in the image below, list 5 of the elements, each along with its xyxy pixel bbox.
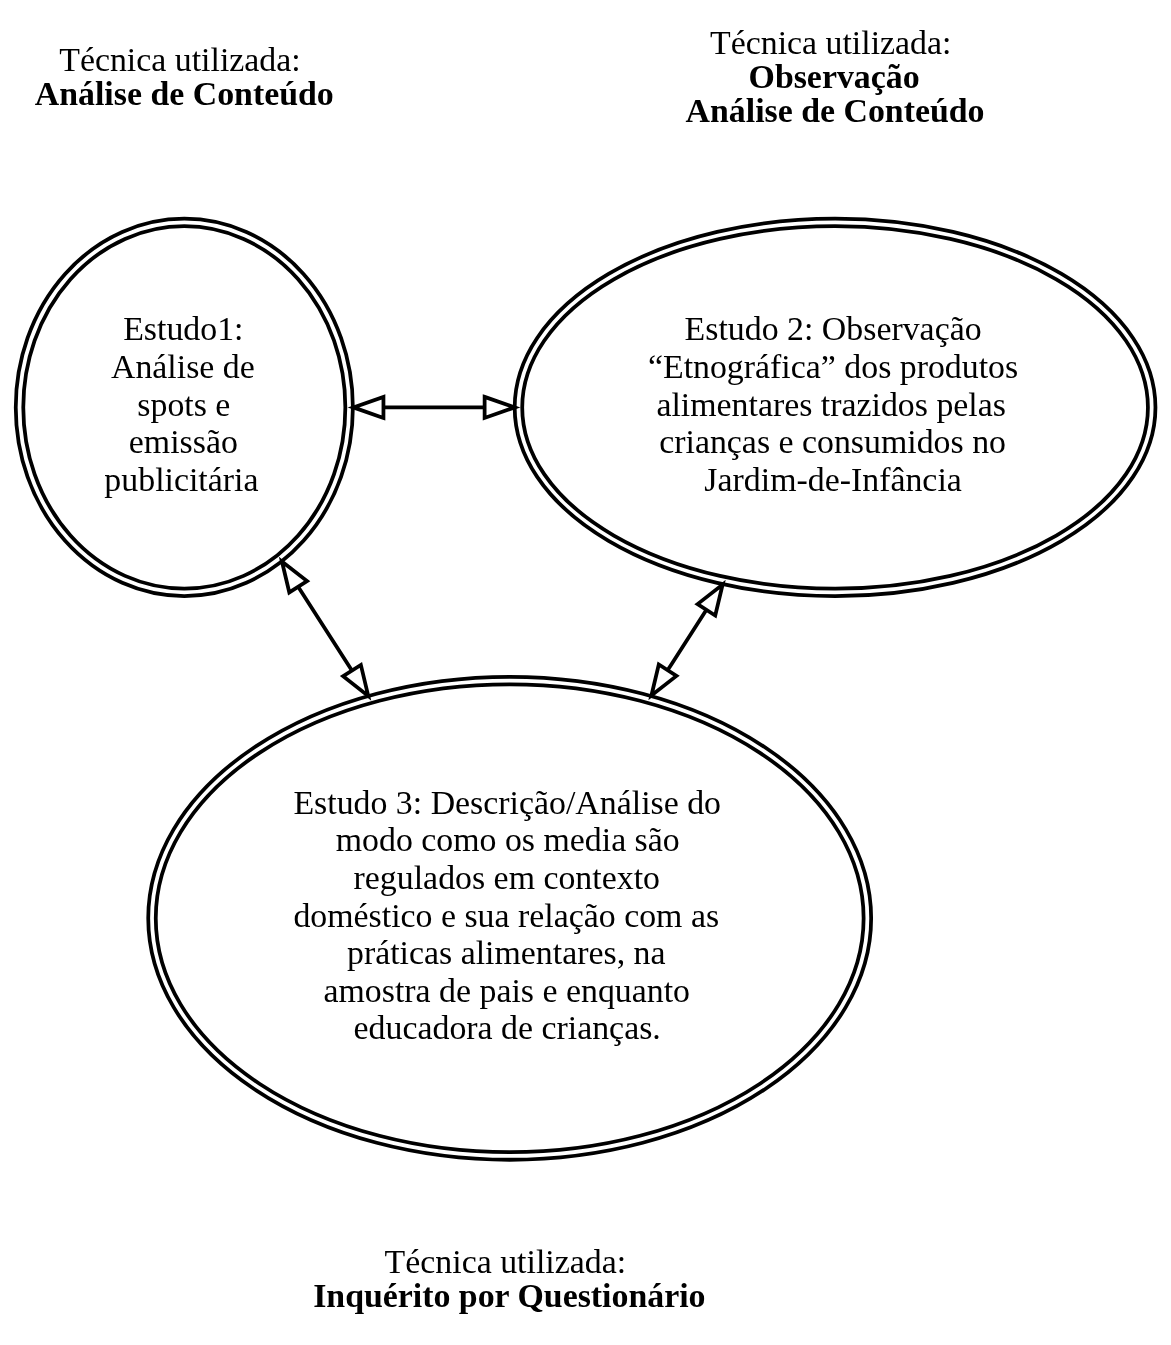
arrow [648,579,726,701]
arrow [278,556,372,701]
arrow [347,394,521,421]
node-ellipse: Estudo 3: Descrição/Análise do modo como os media são regulados em contexto doméstico e sua relação com as práticas alimentares, na amostra de pais e enquanto educadora de crianças. [146,674,874,1162]
node-ellipse: Estudo 2: Observação “Etnográfica” dos produtos alimentares trazidos pelas crianças e consumidos no Jardim-de-Infância [512,216,1158,598]
